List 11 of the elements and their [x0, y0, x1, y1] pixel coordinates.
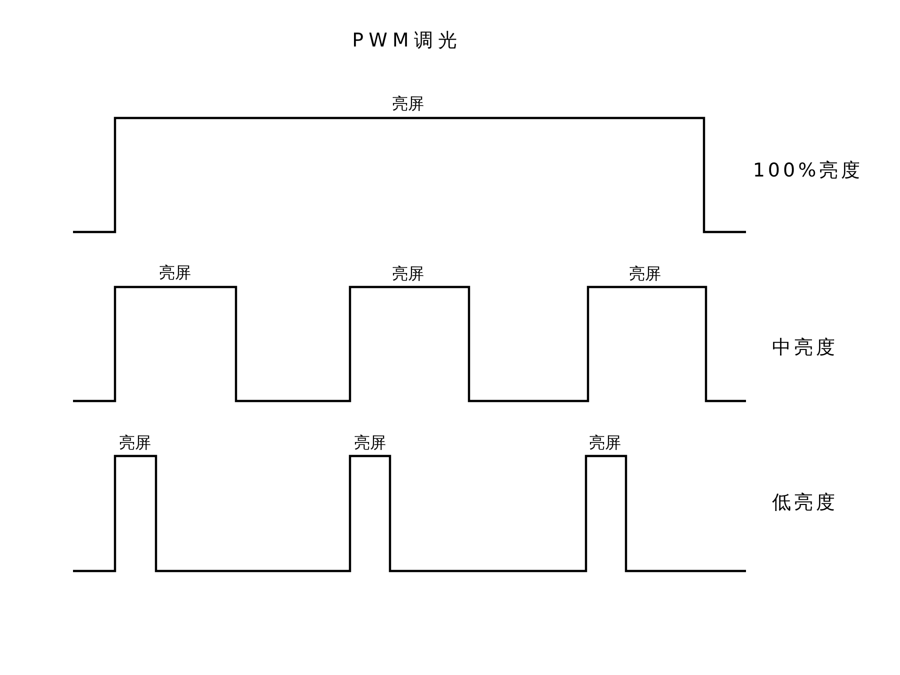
- pulse-label: 亮屏: [354, 435, 386, 451]
- pulse-label: 亮屏: [392, 266, 424, 282]
- chart-title: PWM调光: [352, 32, 462, 50]
- level-label: 低亮度: [772, 494, 838, 512]
- pulse-label: 亮屏: [392, 96, 424, 112]
- level-label: 100%亮度: [752, 162, 864, 180]
- level-label: 中亮度: [772, 338, 838, 358]
- pulse-label: 亮屏: [119, 435, 151, 451]
- pulse-label: 亮屏: [629, 266, 661, 282]
- pulse-label: 亮屏: [589, 435, 621, 451]
- pulse-label: 亮屏: [159, 265, 191, 281]
